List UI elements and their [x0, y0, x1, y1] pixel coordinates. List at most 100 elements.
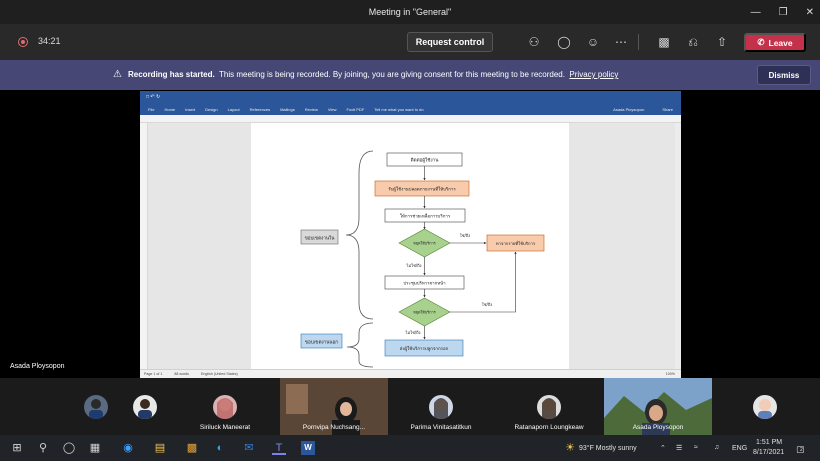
participant-tile[interactable]: Ratanaporn Loungkeaw [496, 378, 602, 435]
teams-icon[interactable]: T [272, 441, 286, 455]
word-ribbon: File Home Insert Design Layout Reference… [140, 103, 681, 115]
left-label-text: ขอบเขตงานใน [305, 236, 336, 242]
participants-icon[interactable]: ⚇ [528, 35, 540, 49]
volume-icon[interactable]: ♫ [714, 444, 720, 451]
edge-icon[interactable]: ◐ [216, 442, 224, 454]
dismiss-button[interactable]: Dismiss [757, 65, 811, 85]
clock-date[interactable]: 8/17/2021 [753, 449, 785, 456]
banner-bold: Recording has started. [128, 70, 215, 79]
yes-label: ใช่/ถึง [460, 233, 470, 238]
avatar [213, 395, 237, 419]
participant-gallery: Siriluck Maneerat Pornvipa Nuchsang... P… [0, 378, 820, 435]
avatar[interactable] [84, 395, 108, 419]
tell-me-box[interactable]: Tell me what you want to do [374, 106, 424, 112]
warning-icon: ⚠ [113, 69, 122, 80]
close-icon[interactable]: ✕ [805, 6, 814, 18]
mail-icon[interactable]: ✉ [244, 442, 254, 454]
document-page[interactable]: ขอบเขตงานใน ขอบเขตงานนอก ติดต่อผู้ใช้งาน… [251, 123, 569, 369]
flow-box-text: ประชุมบริหารจากหน้า [403, 281, 446, 287]
chat-icon[interactable]: ◯ [557, 35, 571, 49]
participant-name: Parima Vinitasatitkun [410, 424, 472, 431]
word-titlebar: □ ↶ ↻ [140, 91, 681, 103]
meeting-timer: 34:21 [38, 36, 61, 46]
phone-icon: ✆ [757, 37, 765, 47]
request-control-button[interactable]: Request control [407, 32, 493, 52]
mic-off-icon[interactable]: ⎌ [688, 35, 698, 49]
ribbon-tab[interactable]: File [148, 106, 155, 112]
word-user: Asada Ploysopon [613, 106, 645, 112]
flow-box-text: ส่งผู้ใช้บริการปลูกจากรอก [400, 346, 449, 352]
no-label: ไม่ใช่/ถึง [404, 330, 420, 335]
flow-box [384, 339, 464, 357]
ribbon-tab[interactable]: Mailings [280, 106, 295, 112]
participant-name: Siriluck Maneerat [199, 424, 251, 431]
status-lang: English (United States) [200, 372, 238, 376]
status-words: 88 words [174, 372, 189, 376]
participant-tile[interactable]: Asada Ploysopon [604, 378, 712, 435]
banner-text: This meeting is being recorded. By joini… [219, 70, 565, 79]
leave-button[interactable]: ✆ Leave [744, 33, 806, 52]
vertical-ruler [140, 123, 148, 369]
browser-icon[interactable]: ◉ [123, 442, 133, 454]
participant-name: Asada Ploysopon [632, 424, 684, 431]
avatar [537, 395, 561, 419]
more-options-icon[interactable]: ⋯ [615, 35, 627, 49]
brace-top [345, 150, 374, 320]
save-icon: □ ↶ ↻ [146, 94, 161, 100]
task-view-icon[interactable]: ◯ [62, 442, 76, 454]
store-icon[interactable]: ▩ [186, 442, 198, 454]
flow-box-text: รับผู้ใช้งานปลอดภายงานที่ให้บริการ [388, 186, 456, 193]
flow-decision-text: หยุดให้บริการ [413, 310, 435, 316]
notification-count: 2 [800, 447, 803, 453]
word-icon[interactable]: W [301, 441, 315, 455]
clock-time[interactable]: 1:51 PM [756, 439, 783, 446]
recording-icon [18, 37, 28, 47]
ribbon-tab[interactable]: Home [164, 106, 176, 112]
ribbon-tab[interactable]: Insert [185, 106, 196, 112]
avatar[interactable] [753, 395, 777, 419]
maximize-icon[interactable]: ❐ [778, 6, 788, 18]
tray-chevron-icon[interactable]: ⌃ [660, 445, 666, 452]
ribbon-tab[interactable]: Foxit PDF [346, 106, 365, 112]
window-title: Meeting in "General" [368, 7, 452, 17]
flow-box [374, 180, 470, 197]
ribbon-tab[interactable]: References [249, 106, 271, 112]
weather-text[interactable]: 93°F Mostly sunny [579, 445, 637, 452]
shared-word-window[interactable]: □ ↶ ↻ File Home Insert Design Layout Ref… [140, 91, 681, 378]
privacy-policy-link[interactable]: Privacy policy [569, 70, 619, 79]
participant-name: Ratanaporn Loungkeaw [514, 424, 584, 431]
ribbon-tab[interactable]: Design [205, 106, 218, 112]
share-screen-icon[interactable]: ⇧ [716, 35, 728, 49]
minimize-icon[interactable]: — [750, 6, 761, 18]
participant-tile[interactable]: Siriluck Maneerat [172, 378, 278, 435]
avatar[interactable] [133, 395, 157, 419]
weather-sun-icon: ☀ [565, 442, 575, 454]
camera-off-icon[interactable]: ▩ [658, 35, 670, 49]
status-zoom[interactable]: 100% [665, 372, 675, 376]
horizontal-ruler [140, 115, 681, 123]
wifi-icon[interactable]: ≈ [694, 444, 698, 451]
ribbon-tab[interactable]: Layout [227, 106, 240, 112]
widgets-icon[interactable]: ▦ [89, 442, 101, 454]
reactions-icon[interactable]: ☺ [586, 35, 600, 49]
participant-tile[interactable]: Pornvipa Nuchsang... [280, 378, 388, 435]
network-icon[interactable]: ☰ [676, 445, 683, 452]
status-page: Page 1 of 1 [144, 372, 163, 376]
word-share-button[interactable]: Share [662, 106, 673, 112]
vertical-scrollbar[interactable] [675, 123, 681, 369]
left-label-text: ขอบเขตงานนอก [305, 341, 338, 346]
ribbon-tab[interactable]: Review [304, 106, 318, 112]
presenter-name: Asada Ploysopon [10, 363, 65, 370]
notification-icon[interactable]: ▢ [796, 444, 805, 454]
participant-tile[interactable]: Parima Vinitasatitkun [388, 378, 494, 435]
windows-taskbar: ⊞ ⚲ ◯ ▦ ◉ ▤ ▩ ◐ ✉ T W ☀ 93°F Mostly sunn… [0, 435, 820, 461]
window-titlebar: Meeting in "General" — ❐ ✕ [0, 0, 820, 24]
windows-start-icon[interactable]: ⊞ [12, 442, 22, 454]
word-statusbar: Page 1 of 1 88 words English (United Sta… [140, 369, 681, 378]
search-icon[interactable]: ⚲ [38, 442, 48, 454]
language-indicator[interactable]: ENG [732, 445, 748, 452]
banner-message: Recording has started. This meeting is b… [128, 70, 618, 79]
ribbon-tab[interactable]: View [327, 106, 337, 112]
flow-side-box [486, 234, 545, 252]
file-explorer-icon[interactable]: ▤ [154, 442, 166, 454]
